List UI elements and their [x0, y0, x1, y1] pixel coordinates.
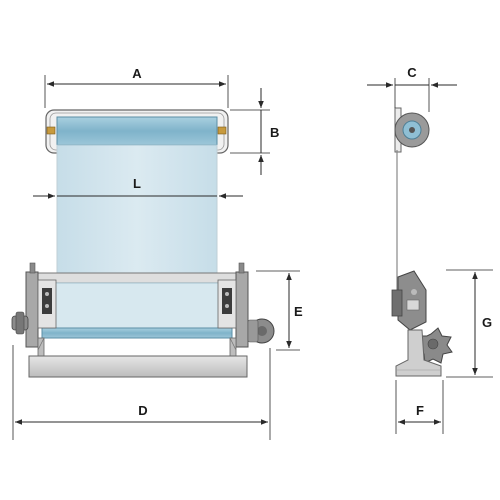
screen-panel [56, 144, 218, 278]
front-view: A B L E D [11, 66, 303, 440]
right-knob-icon [247, 318, 275, 344]
side-roller-bracket [394, 107, 430, 153]
side-star-knob-icon [414, 327, 453, 364]
dimension-l: L [33, 176, 243, 199]
right-side-bracket [217, 262, 249, 348]
dimension-g-label: G [482, 315, 492, 330]
bottom-crossbar [32, 272, 242, 284]
dimension-f-label: F [416, 403, 424, 418]
left-knob-icon [11, 311, 29, 335]
dimension-l-label: L [133, 176, 141, 191]
dimension-e-label: E [294, 304, 303, 319]
bottom-roller [41, 327, 233, 339]
dimension-c-label: C [407, 65, 417, 80]
dimension-a-label: A [132, 66, 142, 81]
dimension-b-label: B [270, 125, 279, 140]
dimension-a: A [44, 66, 229, 108]
dimension-e: E [256, 270, 303, 351]
bottom-frame [11, 262, 275, 378]
stand-legs [37, 337, 237, 357]
side-stand [395, 329, 442, 377]
top-roller [56, 116, 218, 146]
side-clamp-assembly [391, 270, 427, 331]
lower-screen [41, 282, 233, 334]
dimension-d-label: D [138, 403, 147, 418]
dimension-d: D [12, 345, 271, 440]
dimension-c: C [367, 65, 457, 112]
top-roller-housing [45, 109, 229, 154]
side-view: C G F [367, 65, 493, 434]
left-side-bracket [25, 262, 57, 348]
dimension-g: G [446, 269, 493, 378]
dimension-f: F [395, 380, 444, 434]
dimension-b: B [230, 88, 279, 175]
base-plate [28, 355, 248, 378]
left-end-cap [46, 126, 56, 135]
right-end-cap [217, 126, 227, 135]
